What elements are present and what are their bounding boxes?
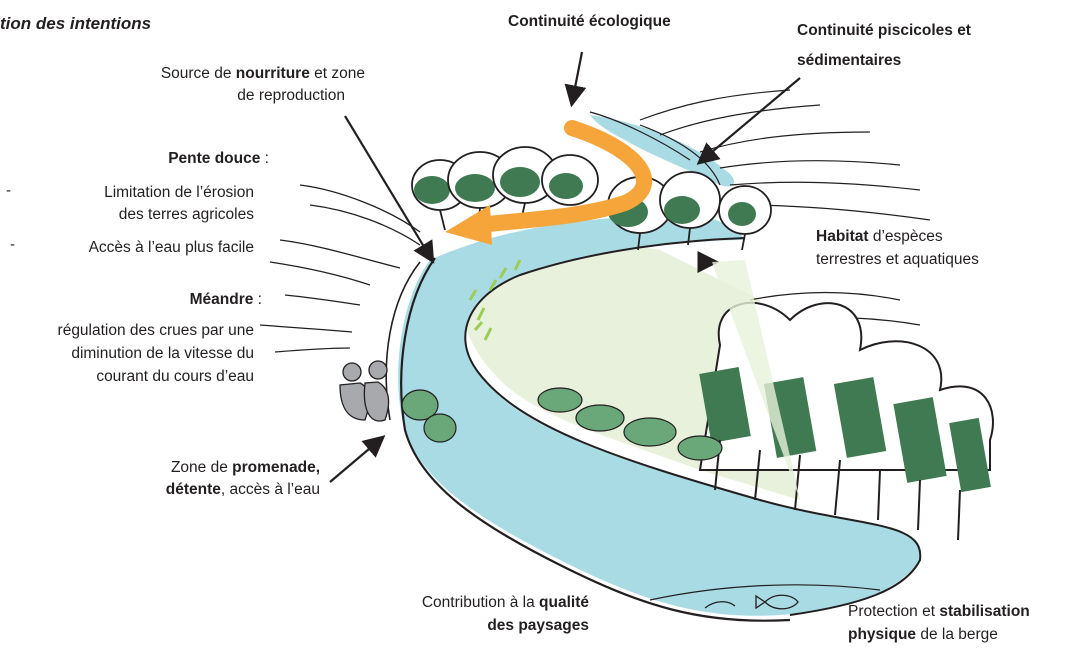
label-pente-item2: Accès à l’eau plus facile: [88, 239, 254, 256]
arrow-promenade: [329, 435, 386, 483]
arrow-continuite-pisci: [696, 77, 801, 165]
label-promenade-bold2: détente: [165, 481, 221, 498]
label-promenade-line2: détente, accès à l’eau: [166, 479, 320, 501]
label-source: Source de nourriture et zone: [161, 63, 365, 85]
grass-tufts: [468, 259, 522, 341]
left-bank: [400, 257, 791, 622]
inner-bushes: [537, 387, 723, 461]
label-qualite-pre: Contribution à la: [421, 594, 540, 611]
label-meandre-line3: courant du cours d’eau: [96, 368, 254, 385]
arrow-source: [344, 115, 435, 264]
label-protection-post: de la berge: [916, 626, 998, 643]
label-qualite-bold: qualité: [539, 594, 589, 611]
label-meandre-bold: Méandre: [189, 291, 254, 308]
label-habitat-line2: terrestres et aquatiques: [816, 251, 979, 268]
flow-arrow-head: [445, 205, 492, 245]
label-protection-line2: physique de la berge: [848, 624, 998, 646]
habitat-pointer: [712, 260, 800, 500]
label-continuite-pisci-1: Continuité piscicoles et: [797, 22, 971, 39]
label-meandre: Méandre :: [190, 289, 262, 311]
label-source-pre: Source de: [160, 65, 236, 82]
label-continuite-eco: Continuité écologique: [508, 13, 671, 30]
label-habitat: Habitat d’espèces: [816, 226, 943, 248]
upper-trees: [411, 146, 772, 251]
dash-2: -: [10, 236, 15, 253]
fish-icon: [704, 594, 799, 610]
label-meandre-line2: diminution de la vitesse du: [71, 345, 254, 362]
label-protection-bold2: physique: [848, 626, 917, 643]
label-habitat-post: d’espèces: [868, 228, 943, 245]
page-title: tion des intentions: [0, 14, 152, 33]
label-pente-item1-line1: Limitation de l’érosion: [104, 184, 254, 201]
label-promenade: Zone de promenade,: [171, 457, 320, 479]
flow-arrow: [472, 120, 653, 233]
label-source-post: et zone: [309, 65, 365, 82]
slope-lines: [259, 184, 421, 353]
arrow-continuite-eco: [564, 51, 587, 108]
label-habitat-bold: Habitat: [816, 228, 869, 245]
label-meandre-line1: régulation des crues par une: [57, 322, 254, 339]
outer-bushes: [401, 389, 457, 443]
riverbank-trees: [698, 301, 994, 541]
label-pente-bold: Pente douce: [168, 150, 261, 167]
label-source-line2: de reproduction: [237, 87, 345, 104]
inner-bank: [464, 237, 922, 616]
label-continuite-pisci-2: sédimentaires: [797, 52, 902, 69]
river-water: [398, 215, 921, 616]
river-upstream: [590, 115, 735, 187]
label-promenade-bold: promenade,: [232, 459, 320, 476]
dash-1: -: [6, 182, 11, 199]
label-pente: Pente douce :: [168, 148, 269, 170]
bank-bottom-line: [649, 584, 881, 601]
label-protection: Protection et stabilisation: [848, 601, 1030, 623]
label-promenade-pre: Zone de: [170, 459, 233, 476]
label-promenade-post: , accès à l’eau: [220, 481, 320, 498]
label-pente-item1-line2: des terres agricoles: [118, 206, 254, 223]
label-meandre-colon: :: [253, 291, 262, 308]
label-qualite: Contribution à la qualité: [422, 592, 589, 614]
people: [339, 360, 390, 422]
label-source-bold: nourriture: [235, 65, 310, 82]
label-qualite-line2: des paysages: [487, 617, 589, 634]
label-protection-pre: Protection et: [848, 603, 940, 620]
label-pente-colon: :: [260, 150, 269, 167]
label-protection-bold: stabilisation: [939, 603, 1030, 620]
